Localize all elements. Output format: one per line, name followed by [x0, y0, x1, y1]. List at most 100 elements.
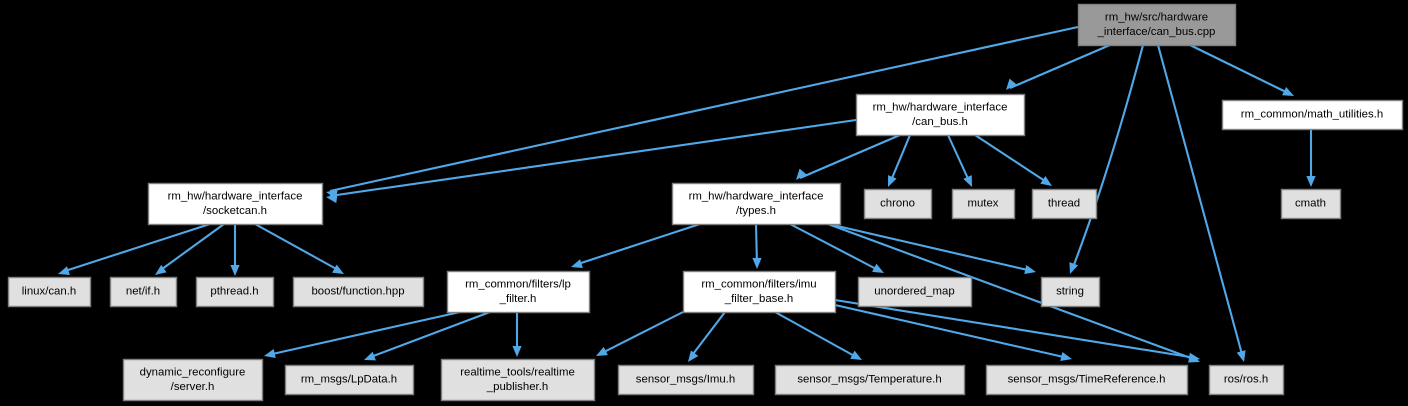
node-label: linux/can.h	[22, 286, 76, 298]
nodes-layer: rm_hw/src/hardware_interface/can_bus.cpp…	[7, 3, 1404, 402]
node-box[interactable]	[292, 276, 425, 308]
node-chrono[interactable]: chrono	[863, 188, 933, 220]
edge-n0-to-n2	[1189, 44, 1294, 96]
node-rm-hw-hardware-interface-can-bus-h[interactable]: rm_hw/hardware_interface/can_bus.h	[855, 93, 1026, 137]
arrowhead-icon	[1188, 352, 1200, 362]
node-box[interactable]	[1040, 276, 1101, 308]
arrowhead-icon	[872, 263, 884, 273]
edge-n13-to-n18	[364, 311, 491, 361]
arrowhead-icon	[326, 193, 338, 204]
node-boost-function-hpp[interactable]: boost/function.hpp	[292, 276, 425, 308]
node-label: sensor_msgs/TimeReference.h	[1008, 374, 1166, 386]
node-mutex[interactable]: mutex	[951, 188, 1016, 220]
edge-n0-to-n1	[1006, 44, 1111, 90]
arrowhead-icon	[796, 168, 807, 180]
node-box[interactable]	[857, 276, 973, 308]
node-label: _filter_base.h	[724, 293, 793, 305]
node-pthread-h[interactable]: pthread.h	[195, 276, 275, 308]
node-box[interactable]	[682, 270, 837, 314]
node-rm-hw-hardware-interface-types-h[interactable]: rm_hw/hardware_interface/types.h	[671, 182, 842, 226]
node-label: /can_bus.h	[912, 116, 968, 128]
arrowhead-icon	[688, 350, 699, 362]
node-box[interactable]	[446, 270, 591, 314]
node-box[interactable]	[122, 358, 264, 402]
node-box[interactable]	[109, 276, 178, 308]
node-label: /server.h	[171, 381, 215, 393]
node-rm-common-filters-lp-filter-h[interactable]: rm_common/filters/lp_filter.h	[446, 270, 591, 314]
edge-n13-to-n17	[264, 310, 461, 359]
edge-n5-to-n14	[752, 223, 762, 269]
edge-n0-to-n16	[1069, 44, 1145, 274]
node-ros-ros-h[interactable]: ros/ros.h	[1208, 364, 1285, 396]
node-net-if-h[interactable]: net/if.h	[109, 276, 178, 308]
arrowhead-icon	[155, 264, 167, 275]
node-label: thread	[1048, 198, 1080, 210]
node-box[interactable]	[440, 358, 596, 402]
node-string[interactable]: string	[1040, 276, 1101, 308]
node-sensor-msgs-temperature-h[interactable]: sensor_msgs/Temperature.h	[774, 364, 966, 396]
node-linux-can-h[interactable]: linux/can.h	[7, 276, 92, 308]
node-box[interactable]	[1031, 188, 1098, 220]
node-rm-common-math-utilities-h[interactable]: rm_common/math_utilities.h	[1221, 99, 1404, 131]
node-label: sensor_msgs/Imu.h	[636, 374, 735, 386]
arrowhead-icon	[963, 175, 972, 187]
node-rm-msgs-lpdata-h[interactable]: rm_msgs/LpData.h	[284, 364, 415, 396]
arrowhead-icon	[58, 266, 70, 275]
node-unordered-map[interactable]: unordered_map	[857, 276, 973, 308]
node-sensor-msgs-imu-h[interactable]: sensor_msgs/Imu.h	[617, 364, 755, 396]
node-label: net/if.h	[126, 286, 160, 298]
node-box[interactable]	[985, 364, 1189, 396]
edge-n1-to-n7	[947, 134, 972, 187]
node-label: sensor_msgs/Temperature.h	[797, 374, 941, 386]
node-box[interactable]	[951, 188, 1016, 220]
arrowhead-icon	[1069, 262, 1079, 274]
node-thread[interactable]: thread	[1031, 188, 1098, 220]
edge-n1-to-n8	[974, 134, 1052, 186]
node-box[interactable]	[863, 188, 933, 220]
node-box[interactable]	[1077, 3, 1237, 47]
edge-n4-to-n11	[230, 224, 240, 276]
arrowhead-icon	[596, 346, 608, 356]
edge-n14-to-n22	[834, 303, 1072, 362]
arrowhead-icon	[364, 351, 376, 361]
node-box[interactable]	[195, 276, 275, 308]
node-rm-common-filters-imu-filter-base-h[interactable]: rm_common/filters/imu_filter_base.h	[682, 270, 837, 314]
node-box[interactable]	[671, 182, 842, 226]
edge-n5-to-n15	[789, 223, 884, 273]
node-label: mutex	[967, 198, 998, 210]
node-box[interactable]	[147, 182, 324, 226]
node-label: chrono	[880, 198, 915, 210]
node-label: rm_common/math_utilities.h	[1241, 109, 1383, 121]
node-label: /types.h	[736, 205, 776, 217]
edge-n14-to-n19	[596, 311, 684, 356]
node-label: /socketcan.h	[203, 205, 267, 217]
arrowhead-icon	[1282, 87, 1294, 96]
node-box[interactable]	[1280, 188, 1342, 220]
edges-layer	[58, 25, 1316, 363]
edge-n4-to-n10	[155, 223, 225, 275]
node-box[interactable]	[855, 93, 1026, 137]
arrowhead-icon	[1060, 352, 1072, 362]
node-box[interactable]	[7, 276, 92, 308]
arrowhead-icon	[512, 346, 522, 357]
node-rm-hw-hardware-interface-socketcan-h[interactable]: rm_hw/hardware_interface/socketcan.h	[147, 182, 324, 226]
node-label: boost/function.hpp	[311, 286, 404, 298]
arrowhead-icon	[1306, 176, 1316, 187]
node-sensor-msgs-timereference-h[interactable]: sensor_msgs/TimeReference.h	[985, 364, 1189, 396]
arrowhead-icon	[264, 349, 276, 359]
node-label: string	[1056, 286, 1084, 298]
node-label: rm_hw/hardware_interface	[873, 101, 1008, 113]
node-label: cmath	[1295, 198, 1326, 210]
node-box[interactable]	[1208, 364, 1285, 396]
node-cmath[interactable]: cmath	[1280, 188, 1342, 220]
node-box[interactable]	[284, 364, 415, 396]
node-realtime-tools-realtime-publisher-h[interactable]: realtime_tools/realtime_publisher.h	[440, 358, 596, 402]
node-box[interactable]	[774, 364, 966, 396]
node-box[interactable]	[617, 364, 755, 396]
edge-n1-to-n4	[326, 118, 857, 204]
node-box[interactable]	[1221, 99, 1404, 131]
arrowhead-icon	[752, 258, 762, 269]
node-rm-hw-src-hardware-interface-can-bus-cpp[interactable]: rm_hw/src/hardware_interface/can_bus.cpp	[1077, 3, 1237, 47]
node-dynamic-reconfigure-server-h[interactable]: dynamic_reconfigure/server.h	[122, 358, 264, 402]
